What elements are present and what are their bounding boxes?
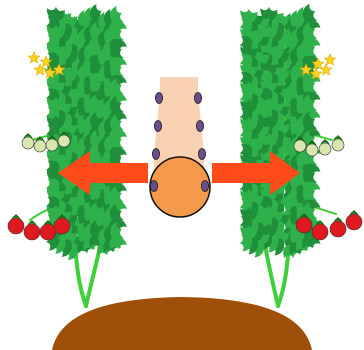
green-tomato-icon <box>332 136 344 151</box>
green-tomato-icon <box>22 134 34 149</box>
red-tomato-icon <box>8 215 24 234</box>
red-tomato-icon-body <box>330 221 346 237</box>
red-tomato-icon-body <box>54 218 70 234</box>
red-tomato-icon-body <box>24 224 40 240</box>
root-tip <box>150 157 210 217</box>
red-tomato-icon-body <box>296 217 312 233</box>
red-tomato-icon-body <box>8 218 24 234</box>
root-nodule-icon <box>196 121 203 132</box>
root-nodule-icon <box>152 149 159 160</box>
green-tomato-icon-body <box>332 139 344 151</box>
green-tomato-icon-body <box>22 137 34 149</box>
green-tomato-icon-body <box>319 143 331 155</box>
red-tomato-icon-body <box>40 224 56 240</box>
green-tomato-icon-body <box>294 140 306 152</box>
green-tomato-icon-body <box>306 144 318 156</box>
green-tomato-icon-body <box>46 139 58 151</box>
root-nodule-icon <box>155 93 162 104</box>
root-nodule-icon <box>150 181 157 192</box>
flower-icon <box>28 52 39 63</box>
red-tomato-icon-body <box>312 224 328 240</box>
root-nodule-icon <box>154 121 161 132</box>
green-tomato-icon-body <box>58 135 70 147</box>
flower-icon <box>320 64 331 75</box>
green-tomato-icon-body <box>34 140 46 152</box>
red-tomato-icon <box>330 218 346 237</box>
red-tomato-icon <box>24 221 40 240</box>
root-icon <box>150 77 210 217</box>
soil-mound-icon <box>52 297 312 350</box>
root-nodule-icon <box>194 93 201 104</box>
red-tomato-icon-body <box>346 214 362 230</box>
root-nodule-icon <box>201 181 208 192</box>
tomato-plant-left <box>39 1 128 262</box>
red-tomato-icon <box>346 211 362 230</box>
root-nodule-icon <box>198 149 205 160</box>
green-tomato-icon <box>319 140 331 155</box>
